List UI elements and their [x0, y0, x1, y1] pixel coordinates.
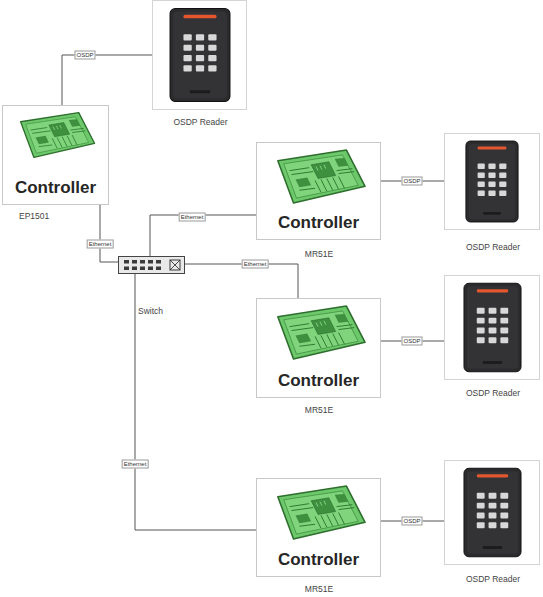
node-caption: OSDP Reader [455, 242, 531, 252]
controller-box: ControllerMR51E [256, 142, 381, 240]
controller-box: ControllerEP1501 [2, 105, 109, 205]
controller-title: Controller [257, 371, 380, 391]
node-caption: EP1501 [19, 211, 79, 221]
network-switch: Switch [118, 256, 185, 274]
controller-title: Controller [257, 550, 380, 570]
reader-illustration [463, 281, 522, 374]
reader-illustration-graphic [464, 468, 521, 557]
reader-illustration [465, 139, 519, 224]
pcb-illustration [270, 483, 368, 542]
connector-line [100, 205, 118, 262]
controller-box: ControllerMR51E [256, 478, 381, 577]
connector-line [62, 55, 152, 105]
node-caption: Switch [138, 306, 168, 316]
osdp-reader: OSDP Reader [444, 275, 540, 380]
connector-label: OSDP [401, 337, 422, 346]
connector-label: OSDP [401, 177, 422, 186]
node-caption: MR51E [289, 584, 349, 594]
connector-line [185, 264, 298, 298]
pcb-illustration [270, 147, 368, 206]
controller-title: Controller [257, 213, 380, 233]
node-caption: OSDP Reader [455, 388, 531, 398]
connector-label: Ethernet [242, 260, 269, 269]
connector-label: OSDP [401, 517, 422, 526]
node-caption: MR51E [289, 249, 349, 259]
pcb-illustration [270, 303, 368, 362]
node-caption: OSDP Reader [455, 574, 531, 584]
switch-illustration [118, 256, 185, 274]
osdp-reader: OSDP Reader [152, 0, 247, 110]
pcb-illustration-graphic [21, 113, 95, 158]
connector-line [135, 274, 256, 530]
osdp-reader: OSDP Reader [444, 460, 540, 565]
controller-title: Controller [3, 178, 108, 198]
pcb-illustration-graphic [278, 486, 365, 539]
osdp-reader: OSDP Reader [444, 133, 540, 230]
reader-illustration-graphic [466, 141, 518, 222]
pcb-illustration-graphic [278, 306, 365, 359]
reader-illustration [169, 6, 231, 104]
node-caption: OSDP Reader [163, 117, 238, 127]
pcb-illustration [14, 110, 97, 160]
reader-illustration-graphic [464, 283, 521, 372]
reader-illustration-graphic [170, 9, 230, 102]
pcb-illustration-graphic [278, 150, 365, 203]
connector-label: OSDP [74, 51, 95, 60]
node-caption: MR51E [289, 405, 349, 415]
switch-illustration-graphic [119, 257, 185, 274]
connector-label: Ethernet [179, 213, 206, 222]
controller-box: ControllerMR51E [256, 298, 381, 398]
reader-illustration [463, 466, 522, 559]
connector-label: Ethernet [87, 240, 114, 249]
connector-label: Ethernet [122, 460, 149, 469]
